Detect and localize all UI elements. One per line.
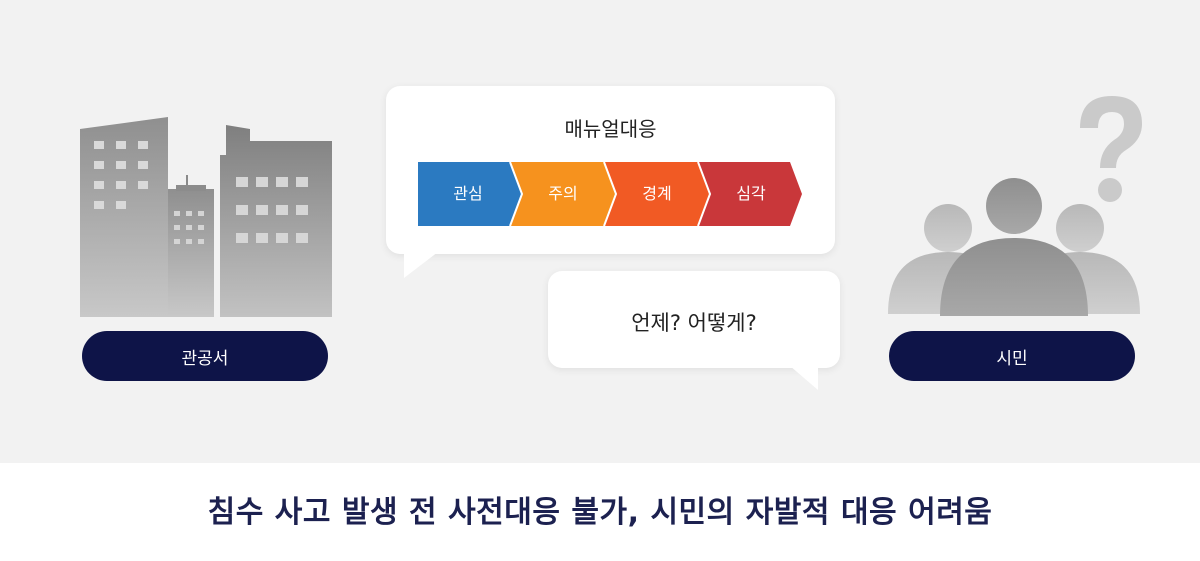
question-bubble: 언제? 어떻게?	[548, 271, 840, 368]
bubble-tail	[404, 252, 438, 278]
question-text: 언제? 어떻게?	[631, 311, 757, 335]
stage-chevron-3	[604, 162, 710, 226]
stage-chevron-1	[418, 162, 522, 226]
government-office-label: 관공서	[82, 331, 328, 381]
caption-area: 침수 사고 발생 전 사전대응 불가, 시민의 자발적 대응 어려움	[0, 463, 1200, 561]
question-bubble-tail	[790, 366, 818, 390]
stage-chevron-2	[510, 162, 616, 226]
manual-response-title: 매뉴얼대응	[564, 117, 657, 141]
stage-label-1: 관심	[453, 184, 483, 203]
citizens-group-icon	[888, 96, 1142, 316]
diagram-canvas: 매뉴얼대응 관심 주의 경계 심각 언제? 어떻게? 관공서 시민	[0, 0, 1200, 463]
stage-label-3: 경계	[642, 184, 672, 203]
citizen-label: 시민	[889, 331, 1135, 381]
question-mark-icon	[1080, 96, 1142, 202]
alert-stage-chevrons	[418, 162, 802, 226]
stage-label-4: 심각	[736, 184, 766, 203]
stage-label-2: 주의	[548, 184, 578, 203]
summary-caption: 침수 사고 발생 전 사전대응 불가, 시민의 자발적 대응 어려움	[207, 495, 993, 530]
stage-chevron-4	[698, 162, 802, 226]
government-building-icon	[80, 117, 332, 317]
